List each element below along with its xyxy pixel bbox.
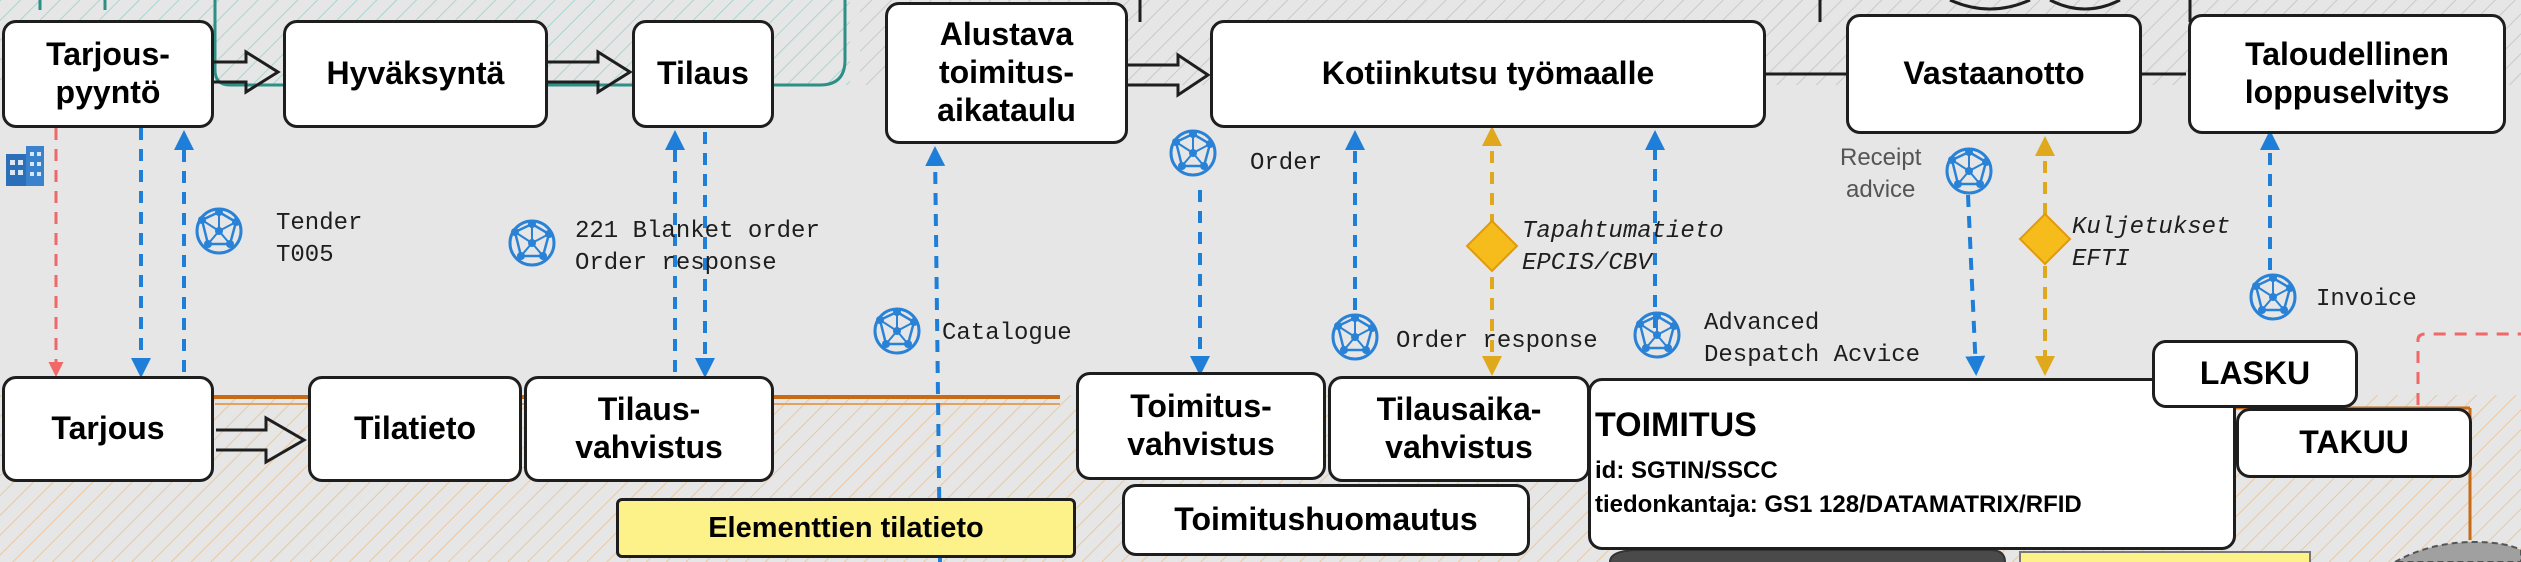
building-icon bbox=[0, 140, 52, 192]
box-taloudellinen-loppuselvitys[interactable]: Taloudellinen loppuselvitys bbox=[2188, 14, 2506, 134]
label-blanket-order: 221 Blanket order Order response bbox=[575, 218, 820, 278]
box-tilaus[interactable]: Tilaus bbox=[632, 20, 774, 128]
box-alustava-toimitusaikataulu[interactable]: Alustava toimitus- aikataulu bbox=[885, 2, 1128, 144]
toimitus-id: id: SGTIN/SSCC bbox=[1595, 457, 1778, 484]
flow-arrow bbox=[214, 49, 2186, 465]
top-strokes bbox=[1138, 0, 2192, 22]
box-toimitusvahvistus[interactable]: Toimitus- vahvistus bbox=[1076, 372, 1326, 480]
label-tender: Tender T005 bbox=[276, 210, 363, 270]
label-epcis: Tapahtumatieto EPCIS/CBV bbox=[1522, 218, 1724, 278]
bottom-shape bbox=[1609, 549, 2006, 562]
box-vastaanotto[interactable]: Vastaanotto bbox=[1846, 14, 2142, 134]
box-hyvaksynta[interactable]: Hyväksyntä bbox=[283, 20, 548, 128]
box-elementtien-tilatieto[interactable]: Elementtien tilatieto bbox=[616, 498, 1076, 558]
label-catalogue: Catalogue bbox=[942, 320, 1072, 347]
group-frame bbox=[38, 0, 847, 87]
box-toimitushuomautus[interactable]: Toimitushuomautus bbox=[1122, 484, 1530, 556]
toimitus-carrier: tiedonkantaja: GS1 128/DATAMATRIX/RFID bbox=[1595, 491, 2082, 518]
label-despatch-advice: Advanced Despatch Acvice bbox=[1704, 310, 1921, 370]
box-tilatieto[interactable]: Tilatieto bbox=[308, 376, 522, 482]
box-kotiinkutsu-tyomaalle[interactable]: Kotiinkutsu työmaalle bbox=[1210, 20, 1766, 128]
toimitus-title: TOIMITUS bbox=[1595, 406, 1757, 444]
box-tarjous[interactable]: Tarjous bbox=[2, 376, 214, 482]
box-lasku[interactable]: LASKU bbox=[2152, 340, 2358, 408]
box-tarjouspyynto[interactable]: Tarjous- pyyntö bbox=[2, 20, 214, 128]
label-invoice: Invoice bbox=[2316, 286, 2417, 313]
label-receipt-advice: Receipt advice bbox=[1840, 144, 1922, 204]
message-arrows bbox=[131, 128, 2280, 562]
box-tilausvahvistus[interactable]: Tilaus- vahvistus bbox=[524, 376, 774, 482]
box-tilausaikavahvistus[interactable]: Tilausaika- vahvistus bbox=[1328, 376, 1590, 482]
box-takuu[interactable]: TAKUU bbox=[2236, 408, 2472, 478]
label-order: Order bbox=[1250, 150, 1323, 177]
label-efti: Kuljetukset EFTI bbox=[2072, 214, 2231, 274]
bottom-shape bbox=[2392, 540, 2521, 562]
label-order-response: Order response bbox=[1396, 328, 1598, 355]
box-toimitus[interactable]: TOIMITUS id: SGTIN/SSCC tiedonkantaja: G… bbox=[1588, 378, 2236, 550]
alert-arrows bbox=[48, 128, 2521, 405]
bottom-shape bbox=[2019, 551, 2311, 562]
